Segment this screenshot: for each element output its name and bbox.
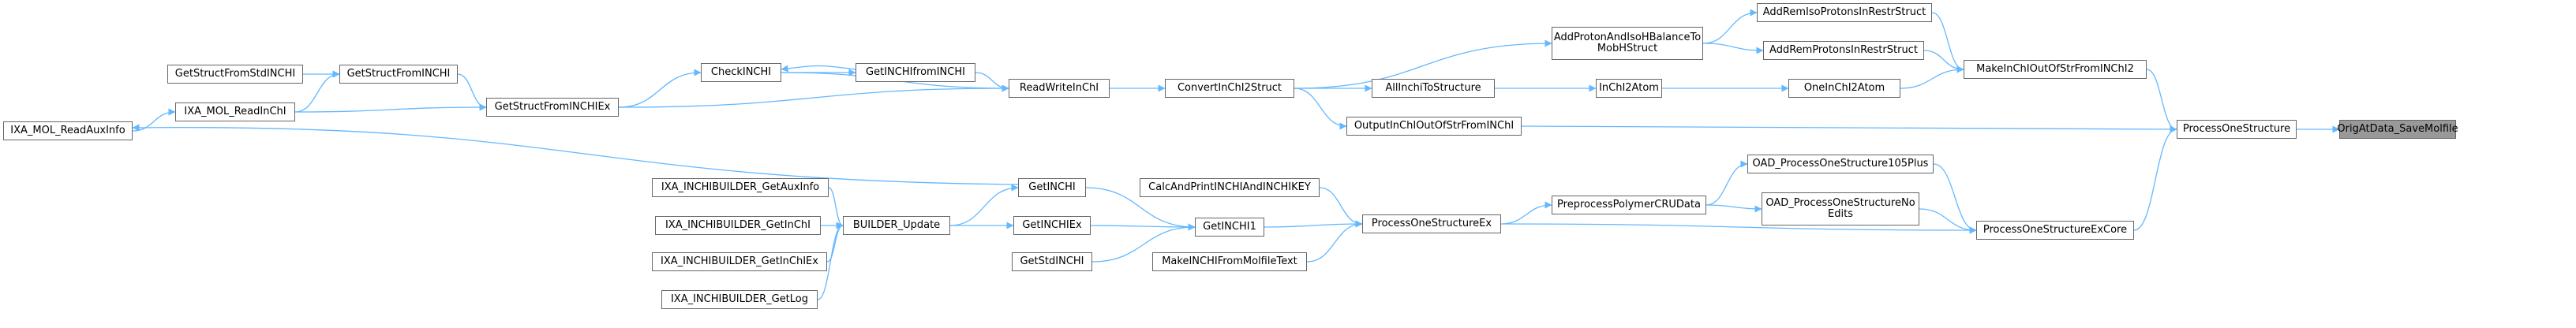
node-OneInChI2Atom[interactable]: OneInChI2Atom <box>1788 79 1900 98</box>
node-IXA_INCHIBUILDER_GetInChIEx[interactable]: IXA_INCHIBUILDER_GetInChIEx <box>652 252 827 271</box>
node-IXA_INCHIBUILDER_GetLog[interactable]: IXA_INCHIBUILDER_GetLog <box>661 290 818 309</box>
node-ProcessOneStructureExCore[interactable]: ProcessOneStructureExCore <box>1976 221 2134 240</box>
edge-IXA_INCHIBUILDER_GetAuxInfo-to-BUILDER_Update <box>828 187 844 229</box>
edge-ProcessOneStructureEx-to-ProcessOneStructureExCore <box>1500 223 1977 234</box>
node-IXA_INCHIBUILDER_GetAuxInfo[interactable]: IXA_INCHIBUILDER_GetAuxInfo <box>652 178 829 197</box>
node-OutputInChIOutOfStrFromINChI[interactable]: OutputInChIOutOfStrFromINChI <box>1346 117 1522 136</box>
edge-ProcessOneStructureExCore-to-ProcessOneStructure <box>2133 125 2177 231</box>
node-ReadWriteInChI[interactable]: ReadWriteInChI <box>1009 79 1110 98</box>
node-GetStdINCHI[interactable]: GetStdINCHI <box>1012 252 1092 271</box>
edge-AddRemIsoProtonsInRestrStruct-to-MakeInChIOutOfStrFromINChI2 <box>1931 12 1964 73</box>
node-OAD_ProcessOneStructureNoEdits[interactable]: OAD_ProcessOneStructureNo Edits <box>1762 192 1919 226</box>
node-GetStructFromINCHI[interactable]: GetStructFromINCHI <box>339 65 458 84</box>
edge-BUILDER_Update-to-GetINCHI <box>949 184 1019 226</box>
edge-AddProtonAndIsoHBalanceToMobHStruct-to-AddRemProtonsInRestrStruct <box>1702 43 1764 54</box>
node-BUILDER_Update[interactable]: BUILDER_Update <box>843 216 950 235</box>
node-GetStructFromINCHIEx[interactable]: GetStructFromINCHIEx <box>486 98 619 117</box>
node-GetINCHIfromINCHI[interactable]: GetINCHIfromINCHI <box>856 63 975 82</box>
node-GetStructFromStdINCHI[interactable]: GetStructFromStdINCHI <box>167 65 303 84</box>
edge-OAD_ProcessOneStructure105Plus-to-ProcessOneStructureExCore <box>1933 163 1977 234</box>
edge-MakeINCHIFromMolfileText-to-ProcessOneStructureEx <box>1306 220 1363 263</box>
node-MakeInChIOutOfStrFromINChI2[interactable]: MakeInChIOutOfStrFromINChI2 <box>1964 60 2147 79</box>
node-CheckINCHI[interactable]: CheckINCHI <box>701 63 781 82</box>
edge-IXA_MOL_ReadInChI-to-GetStructFromINCHIEx <box>294 103 487 113</box>
edge-PreprocessPolymerCRUData-to-OAD_ProcessOneStructure105Plus <box>1705 160 1748 206</box>
edge-PreprocessPolymerCRUData-to-OAD_ProcessOneStructureNoEdits <box>1705 204 1762 213</box>
node-OAD_ProcessOneStructure105Plus[interactable]: OAD_ProcessOneStructure105Plus <box>1747 155 1934 173</box>
edge-GetStructFromINCHI-to-GetStructFromINCHIEx <box>457 73 487 111</box>
edge-GetINCHIfromINCHI-to-CheckINCHI <box>781 65 856 73</box>
edge-IXA_INCHIBUILDER_GetLog-to-BUILDER_Update <box>817 222 844 300</box>
edge-GetINCHI1-to-ProcessOneStructureEx <box>1264 220 1363 228</box>
node-AddRemIsoProtonsInRestrStruct[interactable]: AddRemIsoProtonsInRestrStruct <box>1757 3 1932 22</box>
node-OrigAtData_SaveMolfile[interactable]: OrigAtData_SaveMolfile <box>2337 120 2458 139</box>
edge-AddProtonAndIsoHBalanceToMobHStruct-to-AddRemIsoProtonsInRestrStruct <box>1702 9 1758 44</box>
node-IXA_MOL_ReadInChI[interactable]: IXA_MOL_ReadInChI <box>175 102 295 121</box>
node-AddRemProtonsInRestrStruct[interactable]: AddRemProtonsInRestrStruct <box>1763 41 1924 60</box>
edge-IXA_INCHIBUILDER_GetInChIEx-to-BUILDER_Update <box>826 222 844 263</box>
node-MakeINCHIFromMolfileText[interactable]: MakeINCHIFromMolfileText <box>1152 252 1307 271</box>
edge-CalcAndPrintINCHIAndINCHIKEY-to-ProcessOneStructureEx <box>1319 187 1363 228</box>
edge-GetINCHI-to-GetINCHI1 <box>1085 187 1196 231</box>
edge-OneInChI2Atom-to-MakeInChIOutOfStrFromINChI2 <box>1900 65 1964 89</box>
node-IXA_INCHIBUILDER_GetInChI[interactable]: IXA_INCHIBUILDER_GetInChI <box>655 216 821 235</box>
node-IXA_MOL_ReadAuxInfo[interactable]: IXA_MOL_ReadAuxInfo <box>3 121 133 140</box>
node-AddProtonAndIsoHBalanceToMobHStruct[interactable]: AddProtonAndIsoHBalanceTo MobHStruct <box>1552 27 1703 60</box>
node-GetINCHI1[interactable]: GetINCHI1 <box>1195 218 1264 237</box>
node-ProcessOneStructureEx[interactable]: ProcessOneStructureEx <box>1362 214 1501 233</box>
edge-GetINCHIfromINCHI-to-ReadWriteInChI <box>975 72 1009 92</box>
node-InChI2Atom[interactable]: InChI2Atom <box>1596 79 1662 98</box>
node-ProcessOneStructure[interactable]: ProcessOneStructure <box>2177 120 2297 139</box>
node-GetINCHI[interactable]: GetINCHI <box>1018 178 1086 197</box>
node-PreprocessPolymerCRUData[interactable]: PreprocessPolymerCRUData <box>1552 196 1706 214</box>
edge-IXA_MOL_ReadInChI-to-GetStructFromINCHI <box>294 70 340 113</box>
node-CalcAndPrintINCHIAndINCHIKEY[interactable]: CalcAndPrintINCHIAndINCHIKEY <box>1140 178 1320 197</box>
edge-GetStructFromINCHIEx-to-CheckINCHI <box>618 69 702 108</box>
edge-ConvertInChI2Struct-to-OutputInChIOutOfStrFromINChI <box>1294 88 1347 130</box>
edge-ProcessOneStructureEx-to-PreprocessPolymerCRUData <box>1500 201 1552 225</box>
node-GetINCHIEx[interactable]: GetINCHIEx <box>1013 216 1091 235</box>
edge-OutputInChIOutOfStrFromINChI-to-ProcessOneStructure <box>1521 125 2177 133</box>
edge-ConvertInChI2Struct-to-AddProtonAndIsoHBalanceToMobHStruct <box>1294 39 1552 89</box>
edge-MakeInChIOutOfStrFromINChI2-to-ProcessOneStructure <box>2146 69 2177 133</box>
edge-GetStdINCHI-to-GetINCHI1 <box>1091 223 1196 263</box>
edge-OAD_ProcessOneStructureNoEdits-to-ProcessOneStructureExCore <box>1919 208 1977 234</box>
edge-GetINCHIEx-to-GetINCHI1 <box>1090 223 1196 231</box>
edge-GetINCHI-to-IXA_MOL_ReadAuxInfo <box>132 124 1019 185</box>
node-AllInchiToStructure[interactable]: AllInchiToStructure <box>1372 79 1495 98</box>
node-ConvertInChI2Struct[interactable]: ConvertInChI2Struct <box>1165 79 1294 98</box>
edge-GetStructFromINCHIEx-to-ReadWriteInChI <box>618 84 1009 108</box>
